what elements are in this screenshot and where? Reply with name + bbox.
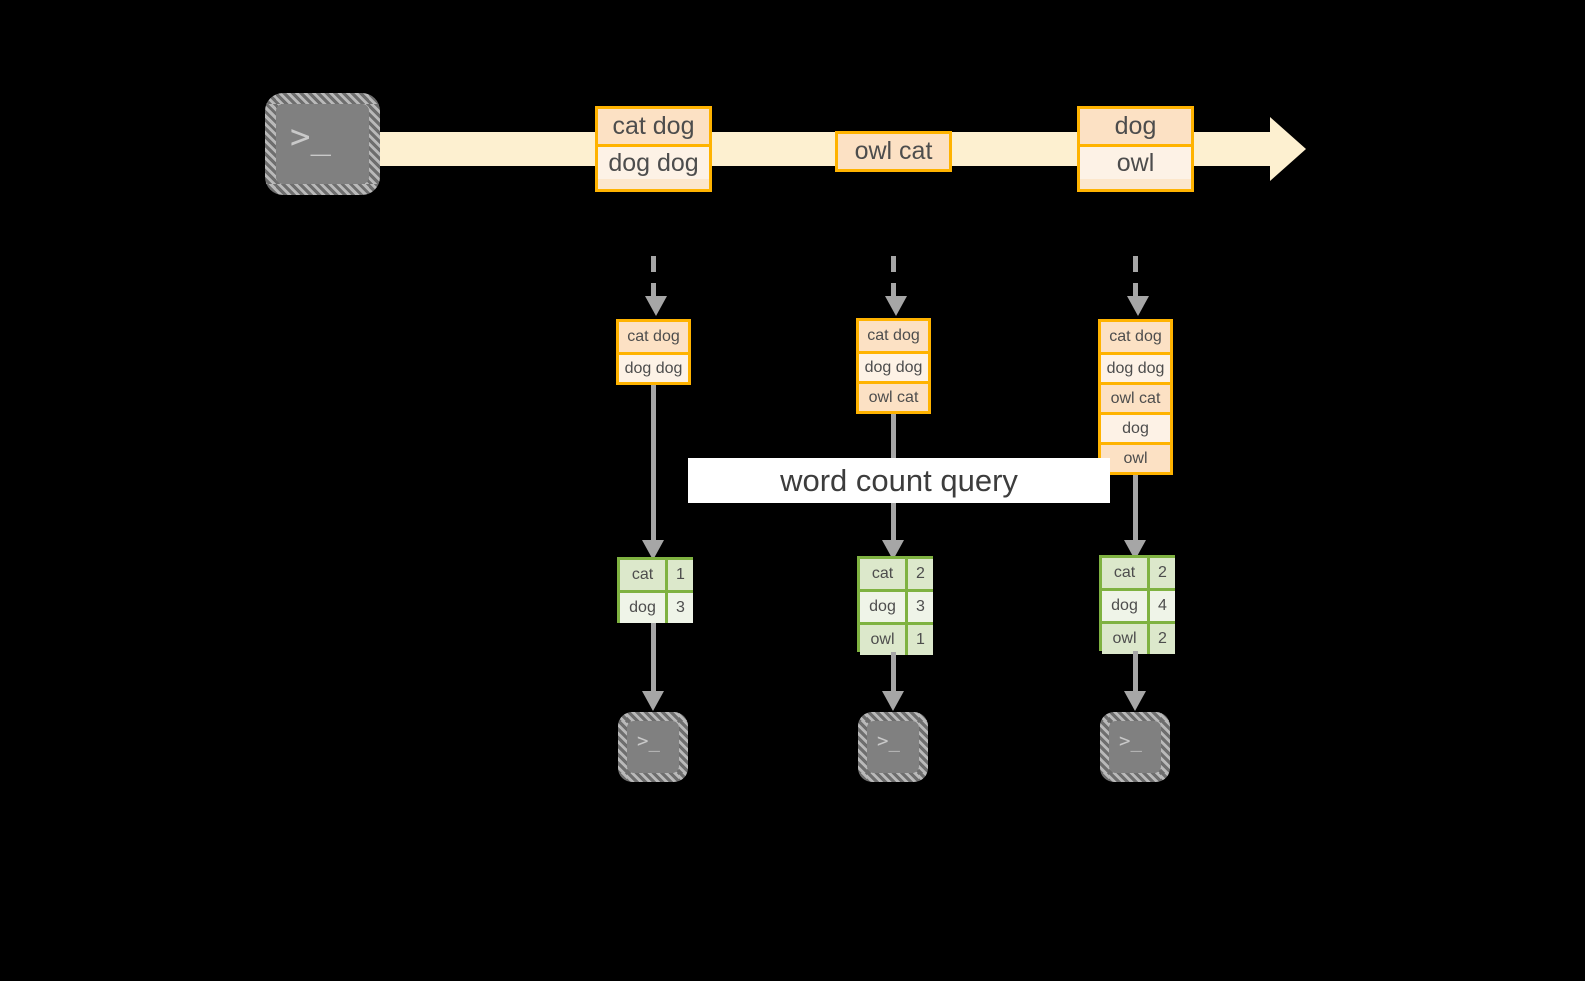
result-word: owl	[860, 625, 905, 655]
result-count: 2	[1147, 558, 1175, 588]
stream-event-group-3[interactable]: dog owl	[1077, 106, 1194, 192]
result-table-1[interactable]: cat 1 dog 3	[617, 557, 693, 623]
terminal-screen	[276, 104, 369, 184]
table-row: cat 2	[1102, 558, 1175, 588]
sink-terminal-icon-2[interactable]: >_	[858, 712, 928, 782]
accumulated-row: owl cat	[859, 381, 928, 411]
accumulated-row: cat dog	[859, 321, 928, 351]
terminal-prompt-glyph: >_	[290, 117, 331, 157]
terminal-screen	[1109, 721, 1161, 773]
accumulated-row: owl	[1101, 442, 1170, 472]
table-row: owl 1	[860, 622, 933, 655]
stream-arrowhead	[1270, 117, 1306, 181]
query-banner: word count query	[688, 458, 1110, 503]
result-count: 3	[665, 593, 693, 623]
result-count: 2	[905, 559, 933, 589]
sink-connector-2	[891, 652, 896, 698]
result-word: cat	[860, 559, 905, 589]
query-connector-arrowhead-2	[882, 540, 904, 560]
sink-terminal-icon-1[interactable]: >_	[618, 712, 688, 782]
stream-event-line: owl cat	[838, 134, 949, 169]
result-table-2[interactable]: cat 2 dog 3 owl 1	[857, 556, 933, 655]
sink-connector-1	[651, 623, 656, 698]
result-word: cat	[1102, 558, 1147, 588]
accumulated-table-1[interactable]: cat dog dog dog	[616, 319, 691, 385]
feed-connector-arrowhead-2	[885, 296, 907, 316]
terminal-prompt-glyph: >_	[877, 730, 900, 752]
result-count: 1	[665, 560, 693, 590]
query-connector-1	[651, 385, 656, 550]
stream-event-line: dog	[1080, 109, 1191, 144]
sink-connector-3	[1133, 651, 1138, 698]
feed-connector-1	[651, 256, 656, 304]
result-word: dog	[1102, 591, 1147, 621]
table-row: dog 3	[860, 589, 933, 622]
stream-event-line: owl	[1080, 144, 1191, 179]
sink-connector-arrowhead-1	[642, 691, 664, 711]
accumulated-row: dog dog	[859, 351, 928, 381]
result-word: dog	[860, 592, 905, 622]
query-connector-arrowhead-1	[642, 540, 664, 560]
result-word: dog	[620, 593, 665, 623]
accumulated-row: cat dog	[1101, 322, 1170, 352]
feed-connector-2	[891, 256, 896, 304]
result-count: 4	[1147, 591, 1175, 621]
sink-connector-arrowhead-2	[882, 691, 904, 711]
table-row: owl 2	[1102, 621, 1175, 654]
feed-connector-3	[1133, 256, 1138, 304]
accumulated-table-2[interactable]: cat dog dog dog owl cat	[856, 318, 931, 414]
sink-terminal-icon-3[interactable]: >_	[1100, 712, 1170, 782]
table-row: dog 3	[620, 590, 693, 623]
terminal-prompt-glyph: >_	[637, 730, 660, 752]
source-terminal-icon[interactable]: >_	[265, 93, 380, 195]
result-table-3[interactable]: cat 2 dog 4 owl 2	[1099, 555, 1175, 654]
query-connector-3	[1133, 475, 1138, 550]
result-count: 3	[905, 592, 933, 622]
accumulated-row: dog	[1101, 412, 1170, 442]
result-count: 2	[1147, 624, 1175, 654]
stream-event-group-1[interactable]: cat dog dog dog	[595, 106, 712, 192]
terminal-screen	[867, 721, 919, 773]
terminal-prompt-glyph: >_	[1119, 730, 1142, 752]
accumulated-row: owl cat	[1101, 382, 1170, 412]
table-row: cat 2	[860, 559, 933, 589]
table-row: cat 1	[620, 560, 693, 590]
sink-connector-arrowhead-3	[1124, 691, 1146, 711]
table-row: dog 4	[1102, 588, 1175, 621]
feed-connector-arrowhead-1	[645, 296, 667, 316]
accumulated-row: cat dog	[619, 322, 688, 352]
accumulated-table-3[interactable]: cat dog dog dog owl cat dog owl	[1098, 319, 1173, 475]
accumulated-row: dog dog	[619, 352, 688, 382]
query-label: word count query	[780, 462, 1018, 498]
stream-event-group-2[interactable]: owl cat	[835, 131, 952, 172]
result-word: owl	[1102, 624, 1147, 654]
feed-connector-arrowhead-3	[1127, 296, 1149, 316]
stream-event-line: dog dog	[598, 144, 709, 179]
result-word: cat	[620, 560, 665, 590]
result-count: 1	[905, 625, 933, 655]
accumulated-row: dog dog	[1101, 352, 1170, 382]
terminal-screen	[627, 721, 679, 773]
stream-event-line: cat dog	[598, 109, 709, 144]
